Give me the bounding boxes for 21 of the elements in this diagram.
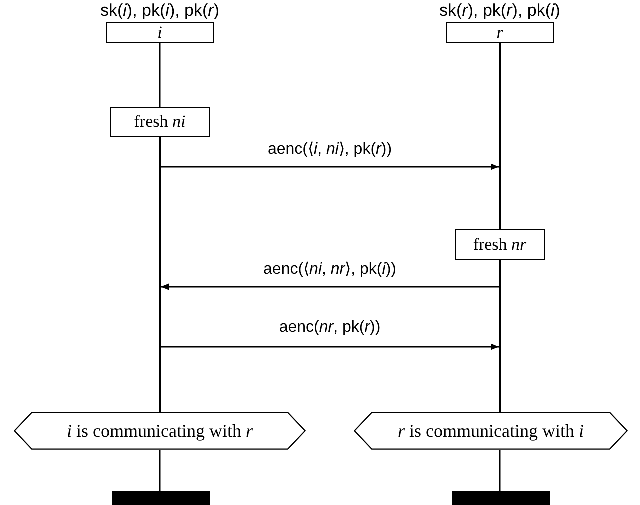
- claim-hexagon: i is communicating with r: [14, 412, 306, 450]
- message-arrow: [161, 164, 499, 170]
- role-box: i: [106, 22, 214, 43]
- lifeline-end-bar: [112, 491, 210, 505]
- claim-hexagon: r is communicating with i: [354, 412, 628, 450]
- lifeline: [499, 450, 501, 491]
- role-box: r: [446, 22, 554, 43]
- lifeline-segment: [499, 43, 501, 229]
- lifeline: [159, 43, 161, 107]
- message-arrow: [161, 344, 499, 350]
- lifeline-end-bar: [452, 491, 550, 505]
- lifeline-segment: [159, 137, 161, 412]
- action-box: fresh nr: [455, 229, 545, 260]
- action-box: fresh ni: [110, 107, 210, 137]
- message-label: aenc(⟨ni, nr⟩, pk(i)): [262, 259, 398, 279]
- lifeline: [159, 450, 161, 491]
- message-arrow: [161, 284, 499, 290]
- lifeline-segment: [499, 260, 501, 412]
- message-label: aenc(nr, pk(r)): [277, 319, 383, 337]
- key-knowledge-label: sk(r), pk(r), pk(i): [438, 1, 562, 21]
- message-label: aenc(⟨i, ni⟩, pk(r)): [266, 139, 394, 159]
